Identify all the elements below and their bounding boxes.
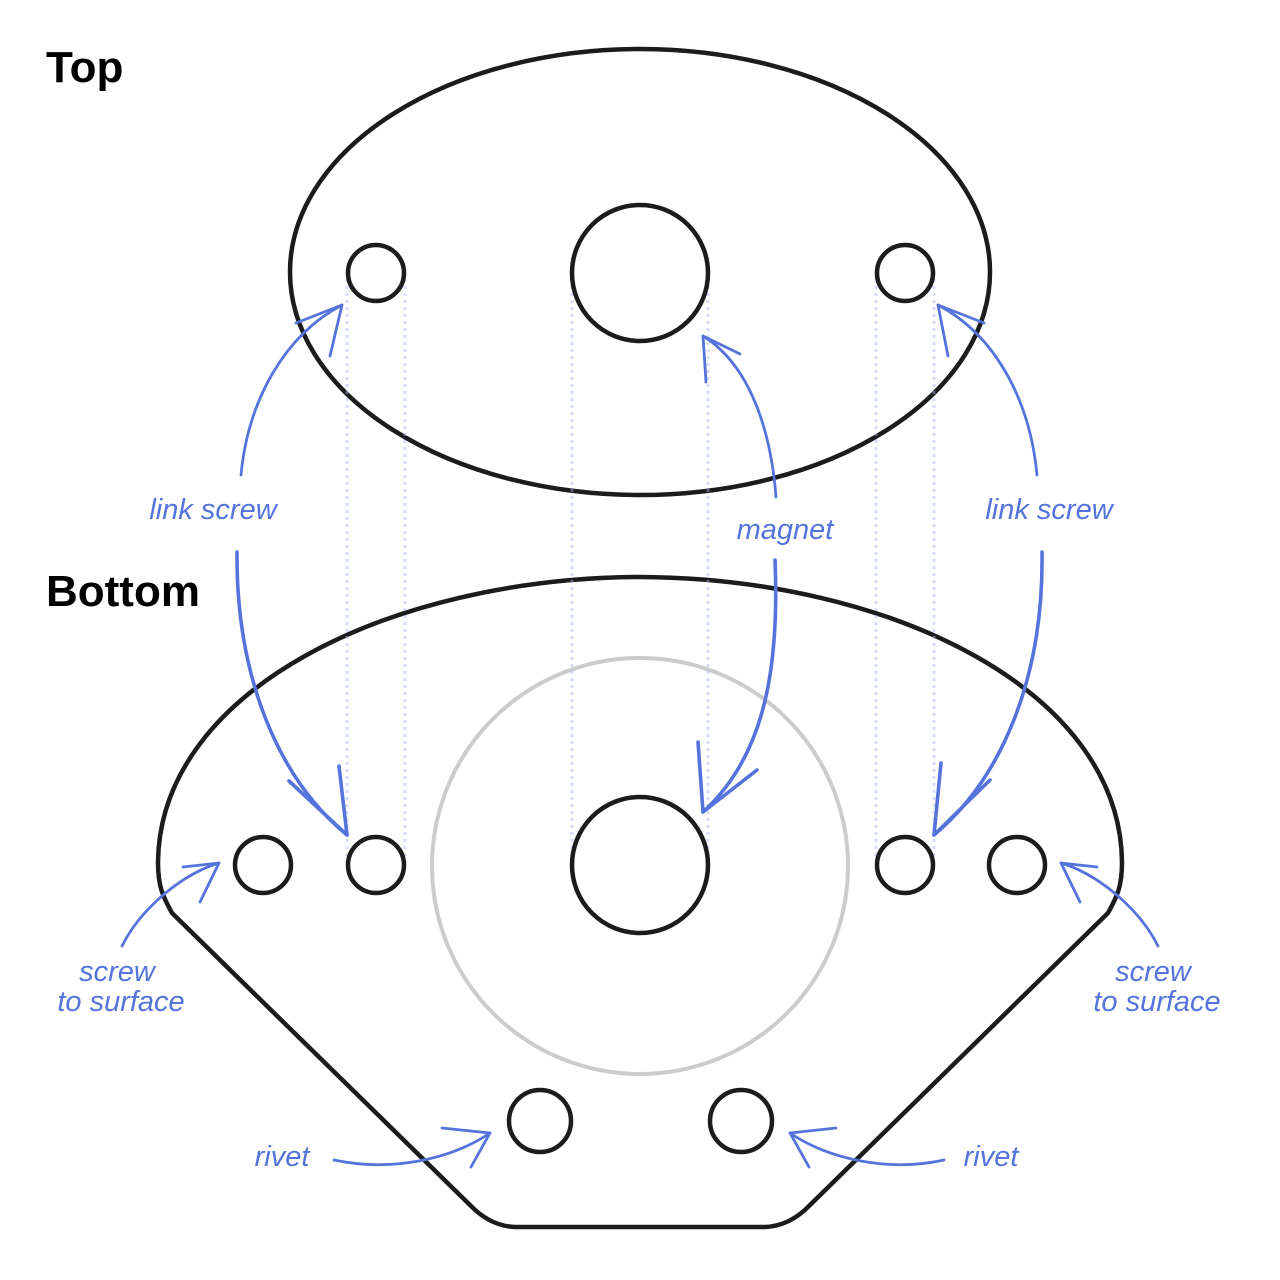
- link-screw-right-up-arrowhead: [936, 303, 986, 358]
- surface-screw-hole-right: [986, 834, 1048, 896]
- bottom-plate-outline: [155, 574, 1125, 1230]
- link-screw-right-down-arrow: [932, 550, 1044, 837]
- screw-to-surface-right-label: screw to surface: [1093, 956, 1220, 1018]
- top-magnet-hole: [569, 202, 711, 344]
- top-link-screw-hole-left: [345, 242, 407, 304]
- link-screw-right-up-arrow: [936, 303, 1039, 477]
- magnet-label: magnet: [737, 514, 836, 546]
- link-screw-right-down-arrowhead: [932, 761, 992, 837]
- link-screw-left-up-arrowhead: [294, 303, 344, 358]
- link-screw-left-down-arrow: [235, 550, 349, 837]
- screw-to-surface-left-arrow: [120, 861, 221, 948]
- bottom-link-screw-hole-left: [345, 834, 407, 896]
- rivet-right-label: rivet: [964, 1141, 1021, 1173]
- rivet-left-label: rivet: [255, 1141, 312, 1173]
- surface-screw-hole-left: [232, 834, 294, 896]
- top-link-screw-hole-right: [874, 242, 936, 304]
- screw-to-surface-left-label: screw to surface: [57, 956, 184, 1018]
- bottom-link-screw-hole-right: [874, 834, 936, 896]
- magnet-up-arrow: [701, 334, 778, 499]
- screw-to-surface-left-arrowhead: [181, 861, 221, 904]
- magnet-down-arrow: [701, 558, 778, 814]
- rivet-right-arrow: [788, 1131, 946, 1166]
- rivet-right-arrowhead: [788, 1126, 838, 1169]
- link-screw-left-down-arrowhead: [287, 764, 349, 837]
- magnet-down-arrowhead: [696, 740, 759, 814]
- screw-to-surface-right-line1: screw: [1115, 956, 1193, 988]
- screw-to-surface-left-line2: to surface: [57, 986, 184, 1018]
- magnet-ring: [430, 656, 850, 1076]
- screw-to-surface-right-line2: to surface: [1093, 986, 1220, 1018]
- alignment-guides: [345, 272, 936, 866]
- link-screw-right-label: link screw: [985, 494, 1114, 526]
- rivet-hole-left: [506, 1087, 574, 1155]
- top-plate-outline: [287, 46, 993, 498]
- screw-to-surface-left-line1: screw: [79, 956, 157, 988]
- screw-to-surface-right-arrow: [1059, 861, 1160, 948]
- magnet-up-arrowhead: [701, 334, 742, 384]
- annotation-arrows: [120, 303, 1160, 1169]
- rivet-left-arrow: [332, 1131, 492, 1166]
- link-screw-left-up-arrow: [239, 303, 344, 477]
- screw-to-surface-right-arrowhead: [1059, 861, 1099, 904]
- link-screw-left-label: link screw: [149, 494, 278, 526]
- rivet-left-arrowhead: [440, 1126, 492, 1169]
- rivet-hole-right: [707, 1087, 775, 1155]
- top-heading: Top: [46, 43, 123, 92]
- bottom-magnet-hole: [569, 794, 711, 936]
- bottom-heading: Bottom: [46, 567, 200, 616]
